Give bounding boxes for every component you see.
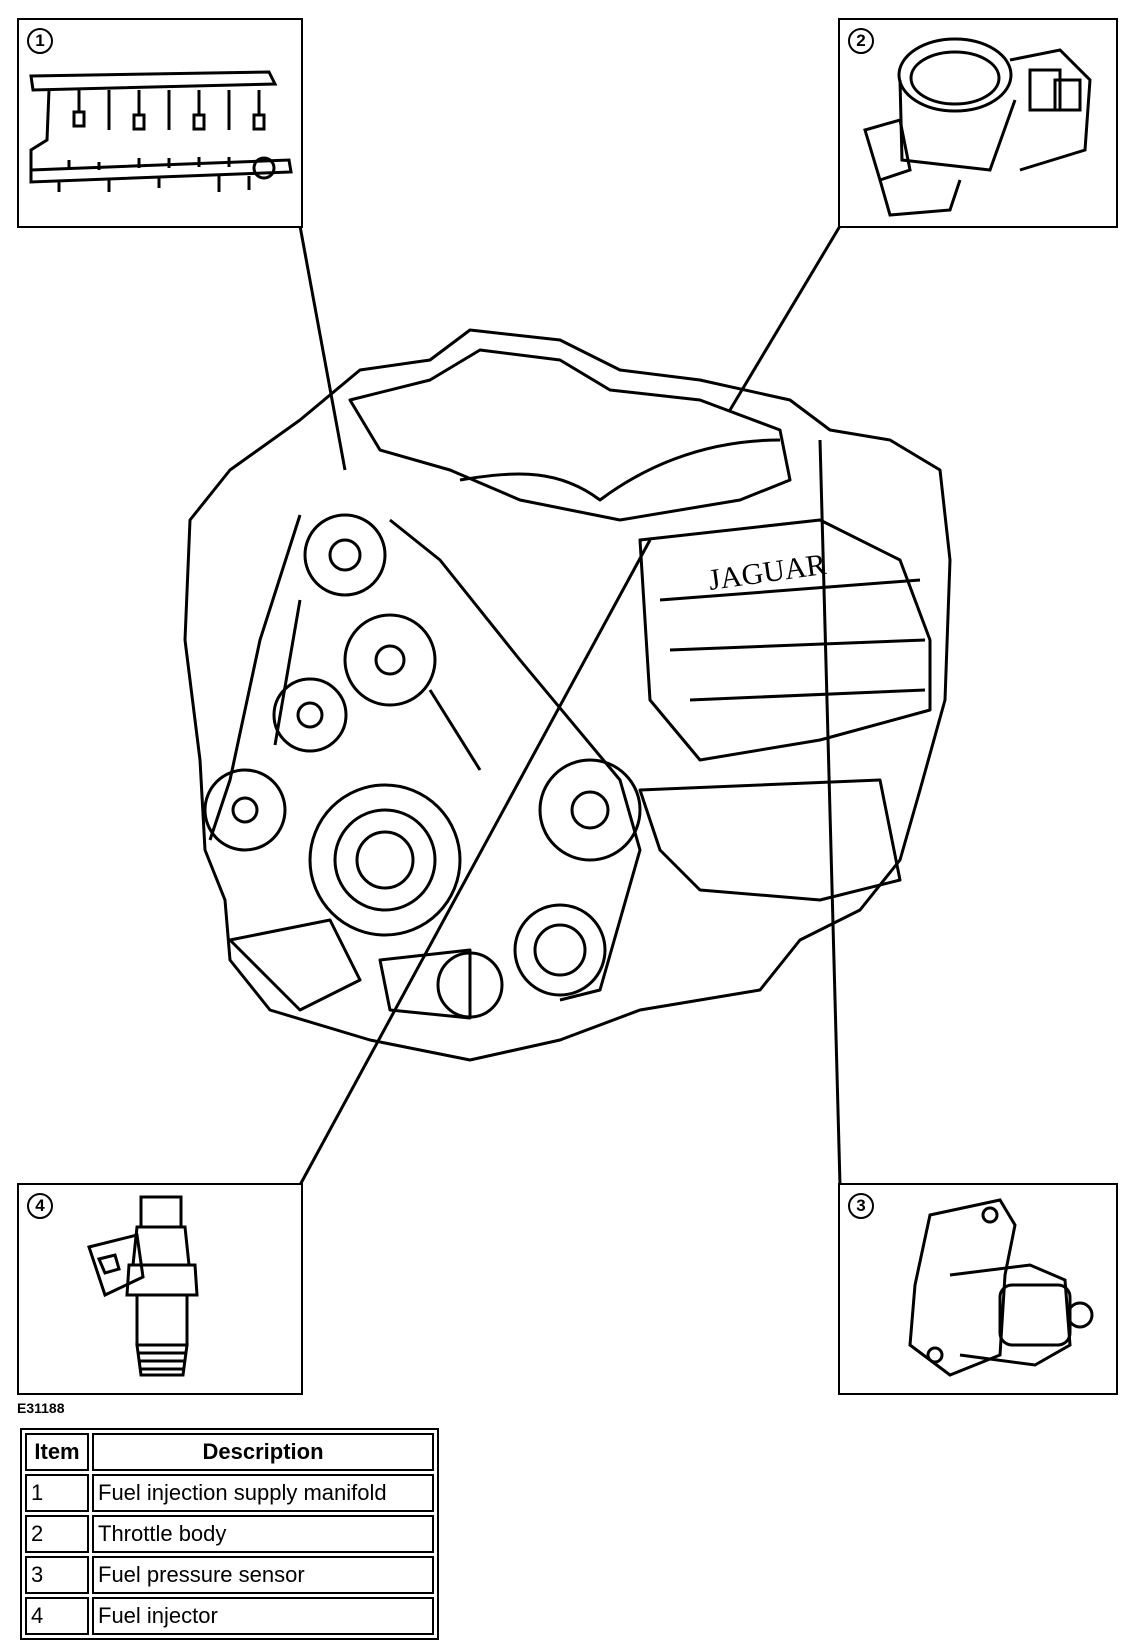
legend-description: Fuel injection supply manifold [92,1474,434,1512]
legend-item: 3 [25,1556,89,1594]
legend-description: Fuel pressure sensor [92,1556,434,1594]
figure-reference: E31188 [17,1400,65,1416]
cam-cover [638,518,932,762]
pulley-idler [343,613,437,707]
legend-description: Throttle body [92,1515,434,1553]
ac-compressor [513,903,607,997]
leader-line-4 [298,539,652,1186]
leader-line-1 [298,225,347,471]
crankshaft-pulley [308,783,462,937]
legend-item: 4 [25,1597,89,1635]
throttle-body-illustration [863,37,1092,217]
callout-panel-4: 4 [17,1183,303,1395]
legend-row: 4 Fuel injector [25,1597,434,1635]
engine-block-outline [183,328,952,1062]
pulley-tensioner [272,677,348,753]
pulley-right [538,758,642,862]
fuel-injector-illustration [87,1195,199,1377]
legend-header-item: Item [25,1433,89,1471]
pulley-top [303,513,387,597]
legend-row: 1 Fuel injection supply manifold [25,1474,434,1512]
callout-number-3: 3 [848,1193,874,1219]
leader-line-2 [728,225,842,411]
intake-plenum [348,348,792,522]
legend-item: 2 [25,1515,89,1553]
callout-number-4: 4 [27,1193,53,1219]
legend-item: 1 [25,1474,89,1512]
legend-header-row: Item Description [25,1433,434,1471]
callout-panel-3: 3 [838,1183,1118,1395]
leader-line-3 [818,439,842,1186]
legend-row: 3 Fuel pressure sensor [25,1556,434,1594]
legend-row: 2 Throttle body [25,1515,434,1553]
callout-panel-1: 1 [17,18,303,228]
fuel-pressure-sensor-illustration [908,1198,1094,1377]
pulley-left [203,768,287,852]
fuel-rail-illustration [29,70,293,192]
callout-number-2: 2 [848,28,874,54]
callout-panel-2: 2 [838,18,1118,228]
callout-number-1: 1 [27,28,53,54]
drive-belt [208,514,642,1002]
legend-table: Item Description 1 Fuel injection supply… [20,1428,439,1640]
legend-header-description: Description [92,1433,434,1471]
legend-description: Fuel injector [92,1597,434,1635]
